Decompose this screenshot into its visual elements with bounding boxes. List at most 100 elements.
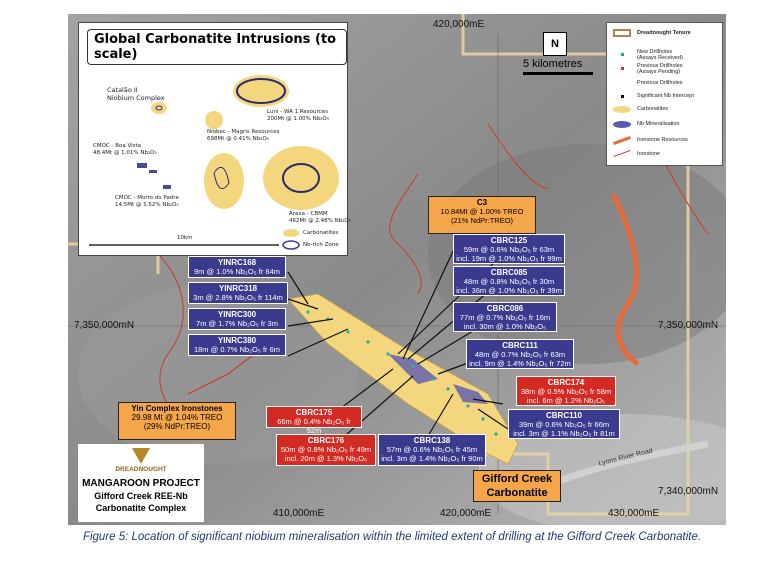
callout-yinrc300: YINRC300 7m @ 1.7% Nb₂O₅ fr 3m — [188, 308, 286, 330]
legend-dot-sig — [621, 95, 624, 98]
inset-catalao: Catalão II Niobium Complex — [107, 86, 165, 102]
cbrc138-line2: incl. 3m @ 1.4% Nb₂O₅ fr 90m — [381, 454, 483, 463]
cbrc176-line1: 50m @ 0.8% Nb₂O₅ fr 49m — [280, 445, 372, 454]
callout-yinrc380: YINRC380 18m @ 0.7% Nb₂O₅ fr 6m — [188, 334, 286, 356]
callout-cbrc110: CBRC110 39m @ 0.6% Nb₂O₅ fr 66m incl. 3m… — [508, 409, 620, 439]
logo-line1: MANGAROON PROJECT — [82, 478, 200, 489]
cbrc175-title: CBRC175 — [295, 408, 333, 417]
cbrc110-line1: 39m @ 0.6% Nb₂O₅ fr 66m — [518, 420, 610, 429]
yinrc300-title: YINRC300 — [217, 310, 257, 319]
yin-line2: (29% NdPr:TREO) — [143, 422, 211, 431]
callout-cbrc085: CBRC085 48m @ 0.8% Nb₂O₅ fr 30m incl. 36… — [453, 266, 565, 296]
cbrc138-line1: 57m @ 0.6% Nb₂O₅ fr 45m — [386, 445, 478, 454]
cbrc125-line2: incl. 19m @ 1.0% Nb₂O₅ fr 99m — [456, 254, 562, 263]
callout-cbrc174: CBRC174 38m @ 0.5% Nb₂O₅ fr 58m incl. 6m… — [516, 376, 616, 406]
cbrc085-title: CBRC085 — [490, 268, 528, 277]
cbrc138-title: CBRC138 — [413, 436, 451, 445]
grid-label-east-n2: 7,340,000mN — [658, 486, 719, 497]
cbrc176-title: CBRC176 — [307, 436, 345, 445]
legend-item-2: Previous Drillholes — [637, 80, 683, 86]
legend-item-1: Previous Drillholes (Assays Pending) — [637, 63, 683, 75]
grid-label-bot-e2: 420,000mE — [440, 508, 492, 519]
yinrc168-title: YINRC168 — [217, 258, 257, 267]
yinrc380-title: YINRC380 — [217, 336, 257, 345]
legend-dot-new — [621, 53, 624, 56]
legend-item-6: Ironstone Resources — [637, 137, 688, 143]
inset-map: Global Carbonatite Intrusions (to scale)… — [78, 22, 351, 256]
inset-shapes — [89, 75, 339, 250]
inset-title: Global Carbonatite Intrusions (to scale) — [87, 29, 347, 65]
yinrc318-line1: 3m @ 2.8% Nb₂O₅ fr 114m — [193, 293, 283, 302]
callout-c3: C3 10.84Mt @ 1.00% TREO (21% NdPr:TREO) — [428, 196, 536, 234]
cbrc085-line1: 48m @ 0.8% Nb₂O₅ fr 30m — [463, 277, 555, 286]
callout-cbrc175: CBRC175 66m @ 0.4% Nb₂O₅ fr 52m — [266, 406, 362, 435]
map-frame: 420,000mE 7,350,000mN 7,350,000mN 7,340,… — [68, 14, 726, 525]
callout-gifford: Gifford Creek Carbonatite — [473, 470, 561, 502]
yinrc168-line1: 9m @ 1.0% Nb₂O₅ fr 84m — [193, 267, 281, 276]
scale-label: 5 kilometres — [523, 58, 583, 70]
inset-morro: CMOC - Morro do Padre 14.5Mt @ 1.52% Nb₂… — [115, 195, 179, 208]
callout-yin: Yin Complex Ironstones 29.98 Mt @ 1.04% … — [118, 402, 236, 440]
cbrc111-line1: 48m @ 0.7% Nb₂O₅ fr 63m — [474, 350, 566, 359]
gifford-line2: Carbonatite — [486, 487, 548, 499]
cbrc111-line2: incl. 9m @ 1.4% Nb₂O₅ fr 72m — [469, 359, 571, 368]
cbrc174-line1: 38m @ 0.5% Nb₂O₅ fr 58m — [520, 387, 612, 396]
dreadnought-logo-icon — [132, 448, 150, 464]
callout-cbrc111: CBRC111 48m @ 0.7% Nb₂O₅ fr 63m incl. 9m… — [466, 339, 574, 369]
inset-scale: 10km — [177, 235, 193, 241]
cbrc086-title: CBRC086 — [486, 304, 524, 313]
gifford-line1: Gifford Creek — [481, 473, 553, 485]
inset-legend-nb: Nb-rich Zone — [303, 242, 339, 248]
yinrc380-line1: 18m @ 0.7% Nb₂O₅ fr 6m — [193, 345, 281, 354]
callout-cbrc138: CBRC138 57m @ 0.6% Nb₂O₅ fr 45m incl. 3m… — [378, 434, 486, 466]
inset-boavista: CMOC - Boa Vista 48.4Mt @ 1.01% Nb₂O₅ — [93, 143, 157, 156]
cbrc086-line1: 77m @ 0.7% Nb₂O₅ fr 16m — [459, 313, 551, 322]
c3-line1: 10.84Mt @ 1.00% TREO — [440, 207, 524, 216]
north-arrow-icon: N — [543, 32, 567, 56]
cbrc110-title: CBRC110 — [545, 411, 582, 420]
cbrc086-line2: incl. 30m @ 1.0% Nb₂O₅ — [463, 322, 547, 331]
callout-yinrc318: YINRC318 3m @ 2.8% Nb₂O₅ fr 114m — [188, 282, 288, 304]
inset-niobec: Niobec - Magris Resources 698Mt @ 0.41% … — [207, 129, 280, 142]
legend-title: Dreadnought Tenure — [637, 30, 691, 36]
inset-legend-carb: Carbonatites — [303, 230, 339, 236]
yin-title: Yin Complex Ironstones — [131, 404, 223, 413]
scale-bar — [523, 72, 593, 75]
cbrc175-line1: 66m @ 0.4% Nb₂O₅ fr 52m — [277, 417, 351, 435]
inset-araxa: Araxa - CBMM 462Mt @ 2.48% Nb₂O₅ — [289, 211, 351, 224]
c3-title: C3 — [476, 198, 488, 207]
logo-brand: DREADNOUGHT — [115, 466, 167, 473]
cbrc110-line2: incl. 3m @ 1.1% Nb₂O₅ fr 81m — [513, 429, 615, 438]
grid-label-top-e: 420,000mE — [433, 19, 485, 30]
figure-caption: Figure 5: Location of significant niobiu… — [82, 531, 702, 543]
callout-cbrc125: CBRC125 59m @ 0.6% Nb₂O₅ fr 63m incl. 19… — [453, 234, 565, 264]
legend-item-0: New Drillholes (Assays Received) — [637, 49, 683, 61]
callout-cbrc086: CBRC086 77m @ 0.7% Nb₂O₅ fr 16m incl. 30… — [453, 302, 557, 332]
yinrc300-line1: 7m @ 1.7% Nb₂O₅ fr 3m — [196, 319, 278, 328]
callout-cbrc176: CBRC176 50m @ 0.8% Nb₂O₅ fr 49m incl. 20… — [276, 434, 376, 466]
logo-line3: Carbonatite Complex — [95, 503, 187, 513]
tenure-swatch — [613, 29, 631, 37]
cbrc085-line2: incl. 36m @ 1.0% Nb₂O₅ fr 39m — [456, 286, 562, 295]
logo-line2: Gifford Creek REE-Nb — [94, 491, 188, 501]
grid-label-west-n: 7,350,000mN — [74, 320, 135, 331]
cbrc111-title: CBRC111 — [502, 341, 538, 350]
grid-label-bot-e1: 410,000mE — [273, 508, 325, 519]
inset-luni: Luni - WA 1 Resources 200Mt @ 1.00% Nb₂O… — [267, 109, 329, 122]
cbrc125-line1: 59m @ 0.6% Nb₂O₅ fr 63m — [463, 245, 555, 254]
legend-swatch-ironres — [613, 136, 631, 145]
c3-line2: (21% NdPr:TREO) — [450, 216, 514, 225]
legend-swatch-nb — [613, 121, 631, 128]
yinrc318-title: YINRC318 — [218, 284, 258, 293]
legend-item-5: Nb Mineralisation — [637, 121, 680, 127]
cbrc176-line2: incl. 20m @ 1.3% Nb₂O₅ — [284, 454, 368, 463]
legend-item-4: Carbonatites — [637, 106, 669, 112]
cbrc174-title: CBRC174 — [547, 378, 585, 387]
cbrc125-title: CBRC125 — [490, 236, 528, 245]
cbrc174-line2: incl. 6m @ 1.2% Nb₂O₅ — [526, 396, 606, 405]
legend-item-7: Ironstone — [637, 151, 660, 157]
callout-yinrc168: YINRC168 9m @ 1.0% Nb₂O₅ fr 84m — [188, 256, 286, 278]
yin-line1: 29.98 Mt @ 1.04% TREO — [131, 413, 223, 422]
project-logo-box: DREADNOUGHT MANGAROON PROJECT Gifford Cr… — [78, 444, 204, 522]
grid-label-bot-e3: 430,000mE — [608, 508, 660, 519]
